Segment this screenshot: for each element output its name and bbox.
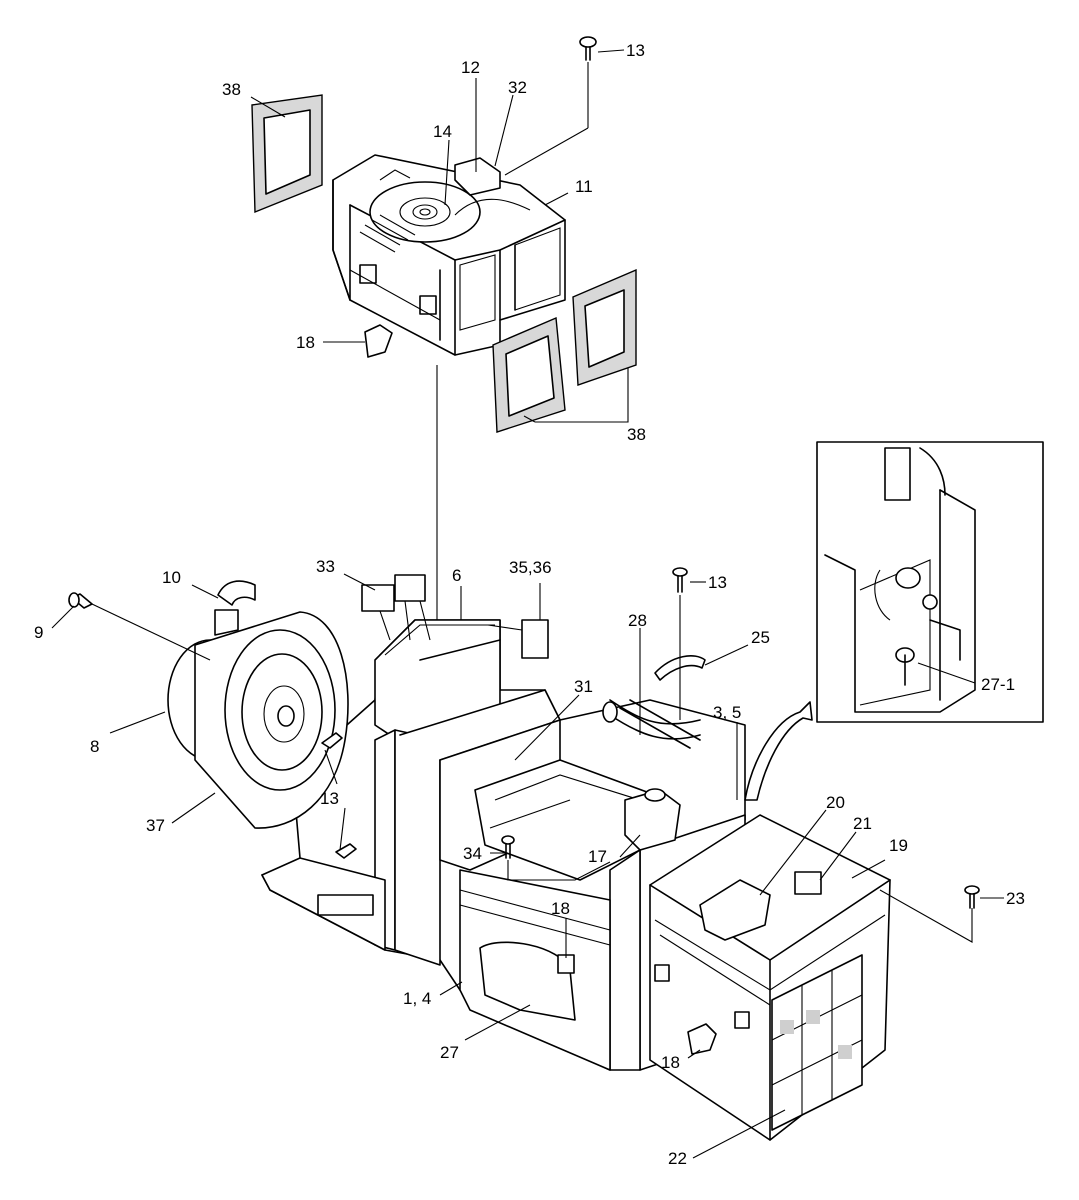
- callout-18-top: 18: [296, 333, 315, 352]
- callout-38-right: 38: [627, 425, 646, 444]
- callout-31: 31: [574, 677, 593, 696]
- screw-13-mid: [672, 567, 688, 593]
- callout-1-4: 1, 4: [403, 989, 431, 1008]
- callout-6: 6: [452, 566, 461, 585]
- callout-12: 12: [461, 58, 480, 77]
- screw-23: [964, 885, 980, 909]
- bolt-9: [68, 592, 93, 609]
- callout-32: 32: [508, 78, 527, 97]
- callout-23: 23: [1006, 889, 1025, 908]
- callout-20: 20: [826, 793, 845, 812]
- clip-18-top: [364, 324, 393, 358]
- callout-8: 8: [90, 737, 99, 756]
- callout-33: 33: [316, 557, 335, 576]
- callout-22: 22: [668, 1149, 687, 1168]
- screw-13-left-a: [321, 732, 343, 749]
- heater-core-unit: [649, 814, 891, 1141]
- gasket-38-top: [251, 94, 323, 214]
- inset-detail-27-1: [816, 441, 1044, 723]
- callout-37: 37: [146, 816, 165, 835]
- callout-38-top: 38: [222, 80, 241, 99]
- callout-13-left: 13: [320, 789, 339, 808]
- callout-34: 34: [463, 844, 482, 863]
- callout-9: 9: [34, 623, 43, 642]
- callout-35-36: 35,36: [509, 558, 552, 577]
- callout-27-1: 27-1: [981, 675, 1015, 694]
- callout-3-5: 3, 5: [713, 703, 741, 722]
- blower-housing-upper: [332, 154, 566, 356]
- callout-14: 14: [433, 122, 452, 141]
- callout-13-top: 13: [626, 41, 645, 60]
- callout-10: 10: [162, 568, 181, 587]
- callout-19: 19: [889, 836, 908, 855]
- callout-25: 25: [751, 628, 770, 647]
- callout-18-low: 18: [661, 1053, 680, 1072]
- detail-arrow: [744, 701, 813, 801]
- callout-18-mid: 18: [551, 899, 570, 918]
- callout-21: 21: [853, 814, 872, 833]
- clamp-25: [654, 655, 706, 681]
- callout-11: 11: [575, 177, 593, 196]
- hvac-main-unit: [261, 574, 746, 1071]
- gasket-38-right-a: [492, 316, 566, 433]
- screw-34: [501, 835, 515, 859]
- screw-13-left-b: [335, 843, 357, 859]
- callout-17: 17: [588, 847, 607, 866]
- blower-fan-assembly: [167, 580, 349, 829]
- leader-lines: [51, 49, 1004, 1159]
- callout-labels: 38 12 32 13 14 11 18 38 33 6 35,36 13 10…: [34, 41, 1025, 1168]
- callout-27: 27: [440, 1043, 459, 1062]
- screw-13-top: [579, 36, 597, 61]
- gasket-38-right-b: [572, 268, 637, 386]
- callout-28: 28: [628, 611, 647, 630]
- callout-13-mid: 13: [708, 573, 727, 592]
